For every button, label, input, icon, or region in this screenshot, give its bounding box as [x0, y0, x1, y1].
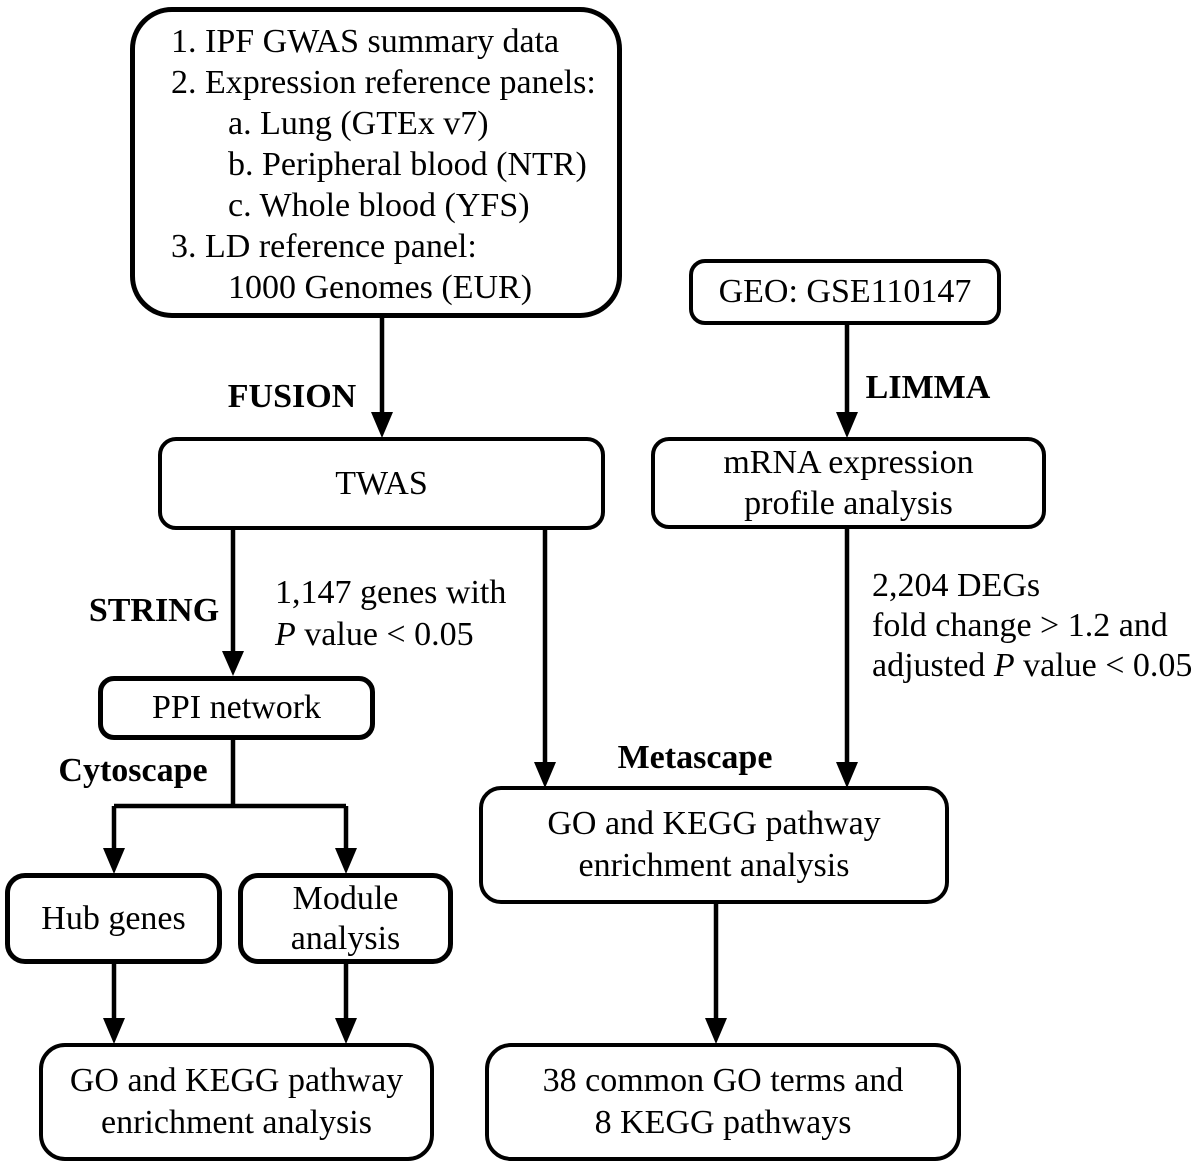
ppi-network-label: PPI network	[151, 689, 322, 726]
elbow-ppi-to-branches	[111, 739, 349, 851]
input-line-2b: b. Peripheral blood (NTR)	[228, 146, 587, 183]
twas-label: TWAS	[335, 464, 428, 502]
module-analysis-line1: Module	[292, 879, 399, 917]
degs-annotation-line2: fold change > 1.2 and	[872, 607, 1168, 644]
twas-box: TWAS	[158, 437, 605, 530]
arrowhead-hub-to-left-enrichment	[103, 1018, 125, 1044]
arrowhead-twas-to-ppi	[222, 651, 244, 676]
hub-genes-label: Hub genes	[41, 899, 186, 937]
input-line-2c: c. Whole blood (YFS)	[228, 187, 530, 224]
arrowhead-enrichment-to-result	[705, 1018, 727, 1044]
arrowhead-twas-to-enrichment	[534, 762, 556, 788]
arrowhead-inputs-to-twas	[371, 412, 393, 438]
enrichment-analysis-left-box: GO and KEGG pathway enrichment analysis	[39, 1043, 434, 1161]
geo-dataset-box: GEO: GSE110147	[689, 259, 1001, 325]
limma-label: LIMMA	[865, 369, 991, 406]
input-line-3a: 1000 Genomes (EUR)	[228, 269, 533, 306]
result-line2: 8 KEGG pathways	[594, 1104, 852, 1141]
degs-annotation-line3: adjusted P value < 0.05	[872, 647, 1193, 684]
geo-dataset-label: GEO: GSE110147	[718, 273, 972, 310]
enrichment-right-line1: GO and KEGG pathway	[547, 805, 881, 842]
enrichment-left-line1: GO and KEGG pathway	[69, 1062, 404, 1099]
fusion-label: FUSION	[227, 378, 357, 415]
arrowhead-branch-to-module	[335, 848, 357, 874]
input-line-2: 2. Expression reference panels:	[171, 64, 596, 101]
input-data-box: 1. IPF GWAS summary data 2. Expression r…	[130, 7, 622, 318]
degs-annotation: 2,204 DEGs fold change > 1.2 and adjuste…	[872, 566, 1192, 686]
module-analysis-box: Module analysis	[238, 873, 453, 964]
common-terms-result-box: 38 common GO terms and 8 KEGG pathways	[485, 1043, 961, 1161]
cytoscape-label: Cytoscape	[58, 752, 208, 789]
degs-annotation-line1: 2,204 DEGs	[872, 567, 1041, 604]
input-line-3: 3. LD reference panel:	[171, 228, 477, 265]
arrowhead-mrna-to-enrichment	[836, 762, 858, 788]
metascape-label: Metascape	[617, 739, 773, 776]
ppi-network-box: PPI network	[98, 676, 375, 740]
mrna-profile-line2: profile analysis	[744, 485, 953, 522]
twas-genes-annotation-line1: 1,147 genes with	[275, 574, 507, 611]
mrna-profile-box: mRNA expression profile analysis	[651, 437, 1046, 529]
input-line-1: 1. IPF GWAS summary data	[171, 23, 560, 60]
enrichment-analysis-right-box: GO and KEGG pathway enrichment analysis	[479, 786, 949, 904]
arrowhead-module-to-left-enrichment	[335, 1018, 357, 1044]
module-analysis-line2: analysis	[290, 919, 401, 957]
enrichment-left-line2: enrichment analysis	[101, 1104, 372, 1141]
mrna-profile-line1: mRNA expression	[723, 444, 974, 481]
input-line-2a: a. Lung (GTEx v7)	[228, 105, 489, 142]
twas-genes-annotation-line2: P value < 0.05	[275, 616, 474, 653]
twas-genes-annotation: 1,147 genes with P value < 0.05	[275, 572, 506, 656]
result-line1: 38 common GO terms and	[542, 1062, 904, 1099]
hub-genes-box: Hub genes	[5, 873, 222, 964]
enrichment-right-line2: enrichment analysis	[578, 847, 850, 884]
string-label: STRING	[88, 592, 220, 629]
arrowhead-branch-to-hub	[103, 848, 125, 874]
arrowhead-geo-to-mrna	[836, 412, 858, 438]
